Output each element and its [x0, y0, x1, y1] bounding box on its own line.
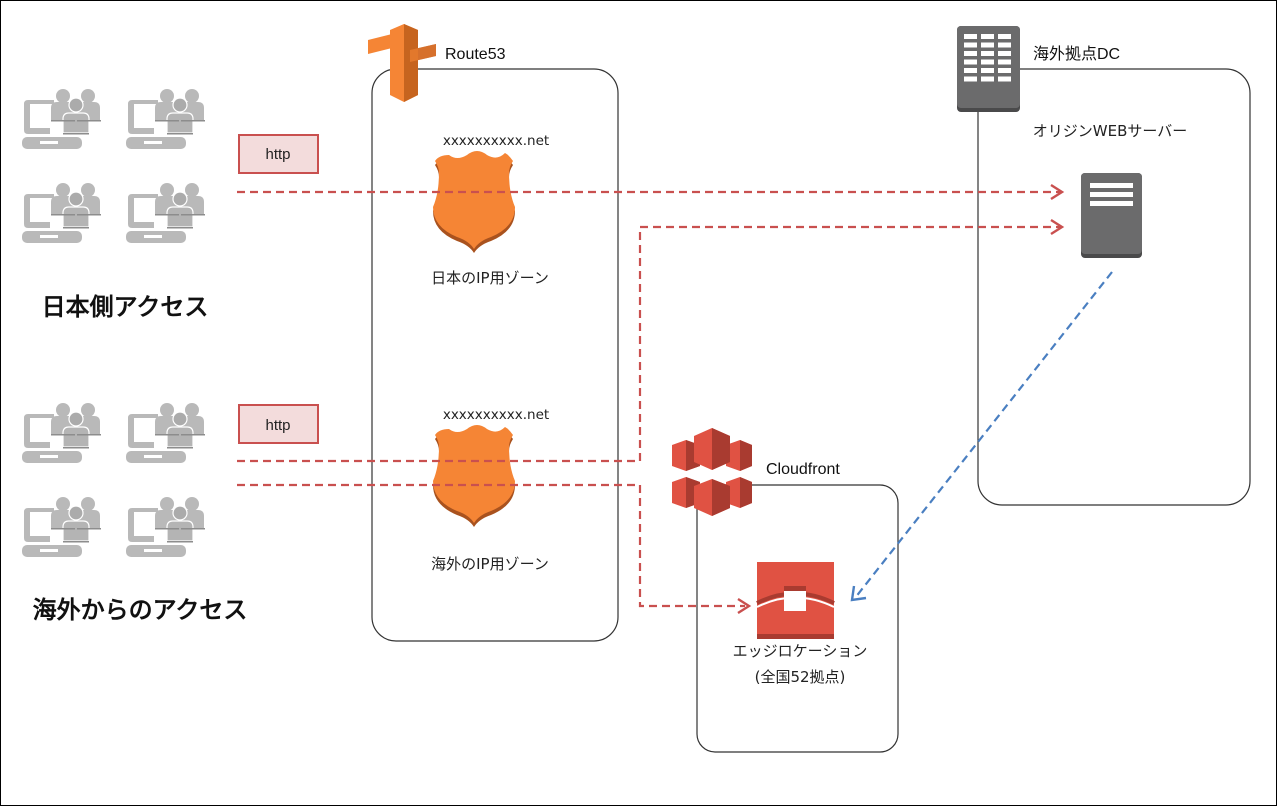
zone-label-japan: 日本のIP用ゾーン	[431, 269, 549, 287]
japan-access-label: 日本側アクセス	[42, 293, 209, 321]
cloudfront-title: Cloudfront	[766, 461, 840, 478]
users-computers-icon	[125, 496, 206, 558]
building-window	[998, 59, 1011, 65]
building-window	[964, 42, 977, 48]
edge-location-count: (全国52拠点)	[755, 668, 846, 686]
building-window	[981, 68, 994, 73]
arrowhead-icon	[1050, 183, 1065, 201]
shield-icon	[433, 425, 515, 527]
building-window	[998, 68, 1011, 73]
edge-location-label: エッジロケーション	[733, 642, 868, 660]
building-window	[998, 34, 1011, 39]
server-icon	[1081, 173, 1142, 258]
building-window	[998, 76, 1011, 82]
users-computers-icon	[21, 88, 102, 150]
arrowhead-icon	[737, 597, 752, 615]
flow-origin-to-edge	[854, 271, 1113, 599]
flow-overseas-to-edge	[237, 483, 745, 608]
arrowhead-icon	[1050, 218, 1065, 236]
building-window	[964, 68, 977, 73]
building-window	[981, 76, 994, 82]
users-computers-icon	[125, 402, 206, 464]
building-window	[981, 42, 994, 48]
building-window	[981, 34, 994, 39]
building-window	[964, 59, 977, 65]
building-window	[998, 42, 1011, 48]
building-icon	[957, 26, 1020, 112]
overseas-access-label: 海外からのアクセス	[33, 596, 248, 624]
japan-clients	[21, 88, 206, 244]
cloudfront-container	[696, 484, 899, 753]
building-window	[998, 51, 1011, 56]
http-label: http	[265, 417, 290, 434]
overseas-clients	[21, 402, 206, 558]
http-label: http	[265, 146, 290, 163]
datacenter-title: 海外拠点DC	[1033, 45, 1120, 63]
building-window	[981, 59, 994, 65]
cubes-icon	[672, 428, 752, 516]
http-badge-overseas: http	[238, 404, 319, 444]
edge-location-icon	[756, 562, 835, 639]
building-window	[964, 51, 977, 56]
zone-domain-japan: xxxxxxxxxx.net	[443, 133, 549, 149]
route53-title: Route53	[445, 46, 506, 63]
signpost-icon	[368, 24, 436, 102]
arrowhead-icon	[850, 585, 867, 602]
building-window	[964, 76, 977, 82]
users-computers-icon	[21, 182, 102, 244]
origin-server-label: オリジンWEBサーバー	[1033, 122, 1187, 140]
flow-overseas-to-origin	[237, 225, 1060, 463]
shield-icon	[433, 151, 515, 253]
zone-label-overseas: 海外のIP用ゾーン	[431, 555, 549, 573]
datacenter-container	[977, 68, 1251, 506]
users-computers-icon	[125, 88, 206, 150]
users-computers-icon	[125, 182, 206, 244]
building-window	[981, 51, 994, 56]
zone-domain-overseas: xxxxxxxxxx.net	[443, 407, 549, 423]
users-computers-icon	[21, 496, 102, 558]
users-computers-icon	[21, 402, 102, 464]
http-badge-japan: http	[238, 134, 319, 174]
route53-container	[371, 68, 619, 642]
building-window	[964, 34, 977, 39]
